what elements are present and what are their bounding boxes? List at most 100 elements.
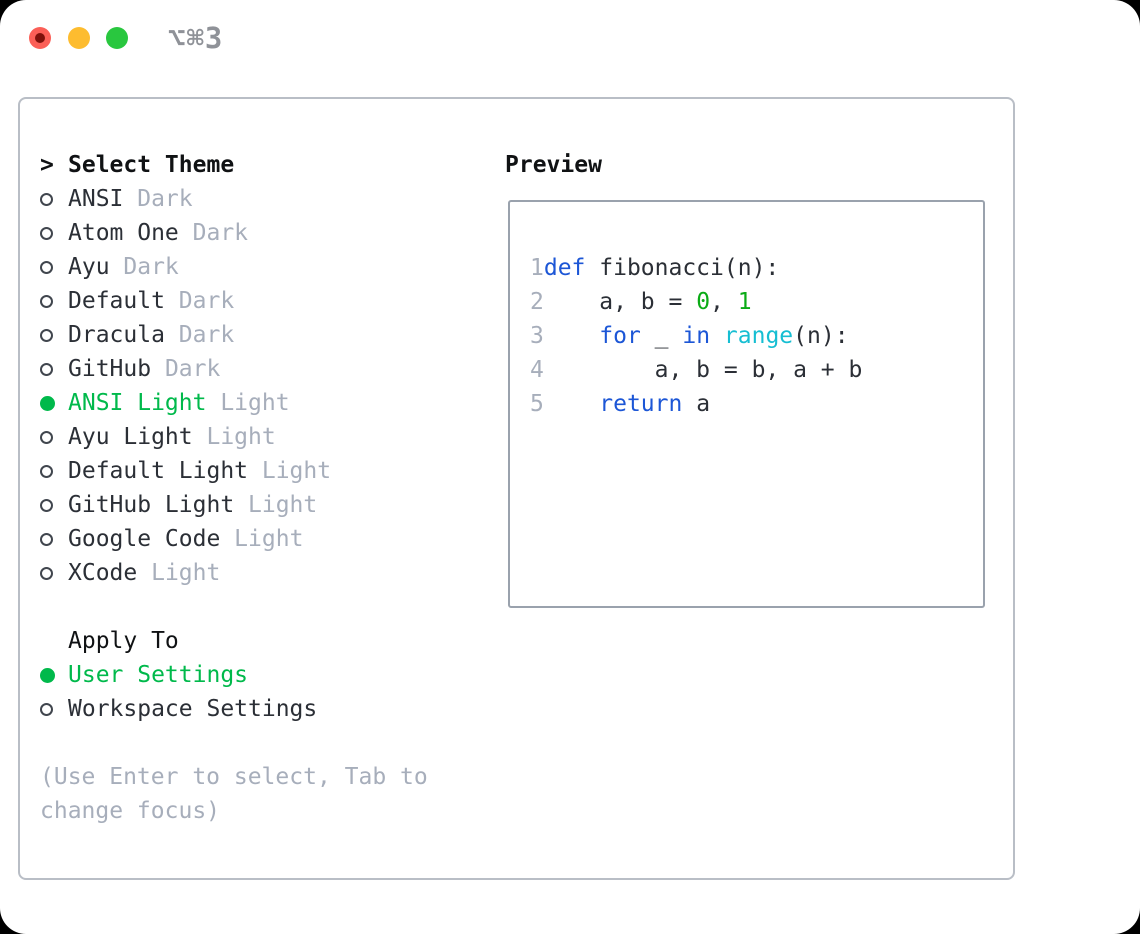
theme-variant-label: Dark (123, 186, 193, 212)
theme-name: Ayu (68, 254, 110, 280)
theme-name: Ayu Light (68, 424, 193, 450)
theme-variant-label: Light (220, 526, 304, 552)
theme-variant-label: Light (206, 390, 290, 416)
theme-name: Default Light (68, 458, 249, 484)
radio-icon (40, 430, 53, 444)
maximize-button[interactable] (106, 27, 128, 49)
token-plain: a (682, 391, 711, 417)
select-theme-heading: >Select Theme (40, 148, 490, 182)
preview-heading: Preview (505, 152, 602, 178)
spacer (40, 726, 490, 760)
apply-option-label: Workspace Settings (68, 696, 318, 722)
theme-name: Atom One (68, 220, 179, 246)
close-button[interactable] (29, 27, 51, 49)
token-plain: a, b = b, a + b (543, 357, 863, 383)
help-text-line-2: change focus) (40, 798, 221, 824)
apply-to-heading: Apply To (68, 628, 179, 654)
radio-icon (40, 566, 53, 580)
theme-variant-label: Light (192, 424, 276, 450)
theme-variant-label: Dark (109, 254, 179, 280)
code-line-1: 1 def fibonacci(n): (530, 251, 983, 285)
theme-name: GitHub Light (68, 492, 235, 518)
apply-option-label: User Settings (68, 662, 249, 688)
token-plain: fibonacci(n): (585, 255, 780, 281)
theme-variant-label: Light (234, 492, 318, 518)
spacer (40, 590, 490, 624)
radio-icon (40, 464, 53, 478)
code-line-2: 2 a, b = 0, 1 (530, 285, 983, 319)
theme-variant-label: Dark (151, 356, 221, 382)
radio-icon (40, 226, 53, 240)
token-keyword: def (543, 255, 586, 281)
theme-name: Dracula (68, 322, 165, 348)
theme-name: XCode (68, 560, 138, 586)
token-plain (544, 391, 599, 417)
apply-option-user-settings[interactable]: User Settings (40, 658, 490, 692)
token-plain (710, 323, 724, 349)
theme-name: Google Code (68, 526, 221, 552)
record-dot-icon (35, 33, 45, 43)
theme-option-default[interactable]: Default Dark (40, 284, 490, 318)
theme-variant-label: Dark (164, 322, 235, 348)
radio-icon (40, 702, 53, 716)
radio-icon (40, 362, 53, 376)
code-line-4: 4 a, b = b, a + b (530, 353, 983, 387)
token-keyword: for (599, 323, 641, 349)
help-text-line-1: (Use Enter to select, Tab to (40, 764, 428, 790)
theme-name: Default (68, 288, 165, 314)
theme-option-github-light[interactable]: GitHub Light Light (40, 488, 490, 522)
minimize-button[interactable] (68, 27, 90, 49)
blank-line (530, 421, 983, 455)
radio-selected-icon (40, 395, 55, 411)
radio-icon (40, 498, 53, 512)
radio-selected-icon (40, 667, 55, 683)
line-number: 2 (530, 289, 544, 315)
radio-icon (40, 532, 53, 546)
radio-icon (40, 294, 53, 308)
theme-name: ANSI Light (68, 390, 207, 416)
theme-option-google-code[interactable]: Google Code Light (40, 522, 490, 556)
radio-icon (40, 192, 53, 206)
prompt-caret-icon: > (40, 152, 54, 178)
token-plain: (n): (793, 323, 849, 349)
code-line-3: 3 for _ in range(n): (530, 319, 983, 353)
apply-option-workspace-settings[interactable]: Workspace Settings (40, 692, 490, 726)
theme-option-ansi[interactable]: ANSI Dark (40, 182, 490, 216)
theme-option-xcode[interactable]: XCode Light (40, 556, 490, 590)
titlebar: ⌥⌘3 (0, 0, 1140, 97)
theme-variant-label: Dark (164, 288, 235, 314)
radio-icon (40, 328, 53, 342)
line-number: 4 (530, 357, 544, 383)
token-keyword: in (682, 323, 711, 349)
theme-name: ANSI (68, 186, 124, 212)
theme-option-github[interactable]: GitHub Dark (40, 352, 490, 386)
theme-option-ansi-light[interactable]: ANSI Light Light (40, 386, 490, 420)
theme-option-default-light[interactable]: Default Light Light (40, 454, 490, 488)
line-number: 5 (530, 391, 544, 417)
token-number: 1 (737, 289, 752, 315)
token-plain (544, 323, 599, 349)
theme-variant-label: Light (137, 560, 221, 586)
token-plain: , (710, 289, 738, 315)
token-builtin: range (723, 323, 794, 349)
line-number: 3 (530, 323, 544, 349)
theme-variant-label: Dark (178, 220, 249, 246)
token-number: 0 (696, 289, 711, 315)
theme-option-atom-one[interactable]: Atom One Dark (40, 216, 490, 250)
window-shortcut-label: ⌥⌘3 (168, 21, 224, 55)
line-number: 1 (530, 255, 544, 281)
theme-option-ayu[interactable]: Ayu Dark (40, 250, 490, 284)
theme-option-dracula[interactable]: Dracula Dark (40, 318, 490, 352)
code-line-5: 5 return a (530, 387, 983, 421)
token-plain: a, b = (543, 289, 697, 315)
radio-icon (40, 260, 53, 274)
theme-option-ayu-light[interactable]: Ayu Light Light (40, 420, 490, 454)
token-keyword: return (599, 391, 683, 417)
